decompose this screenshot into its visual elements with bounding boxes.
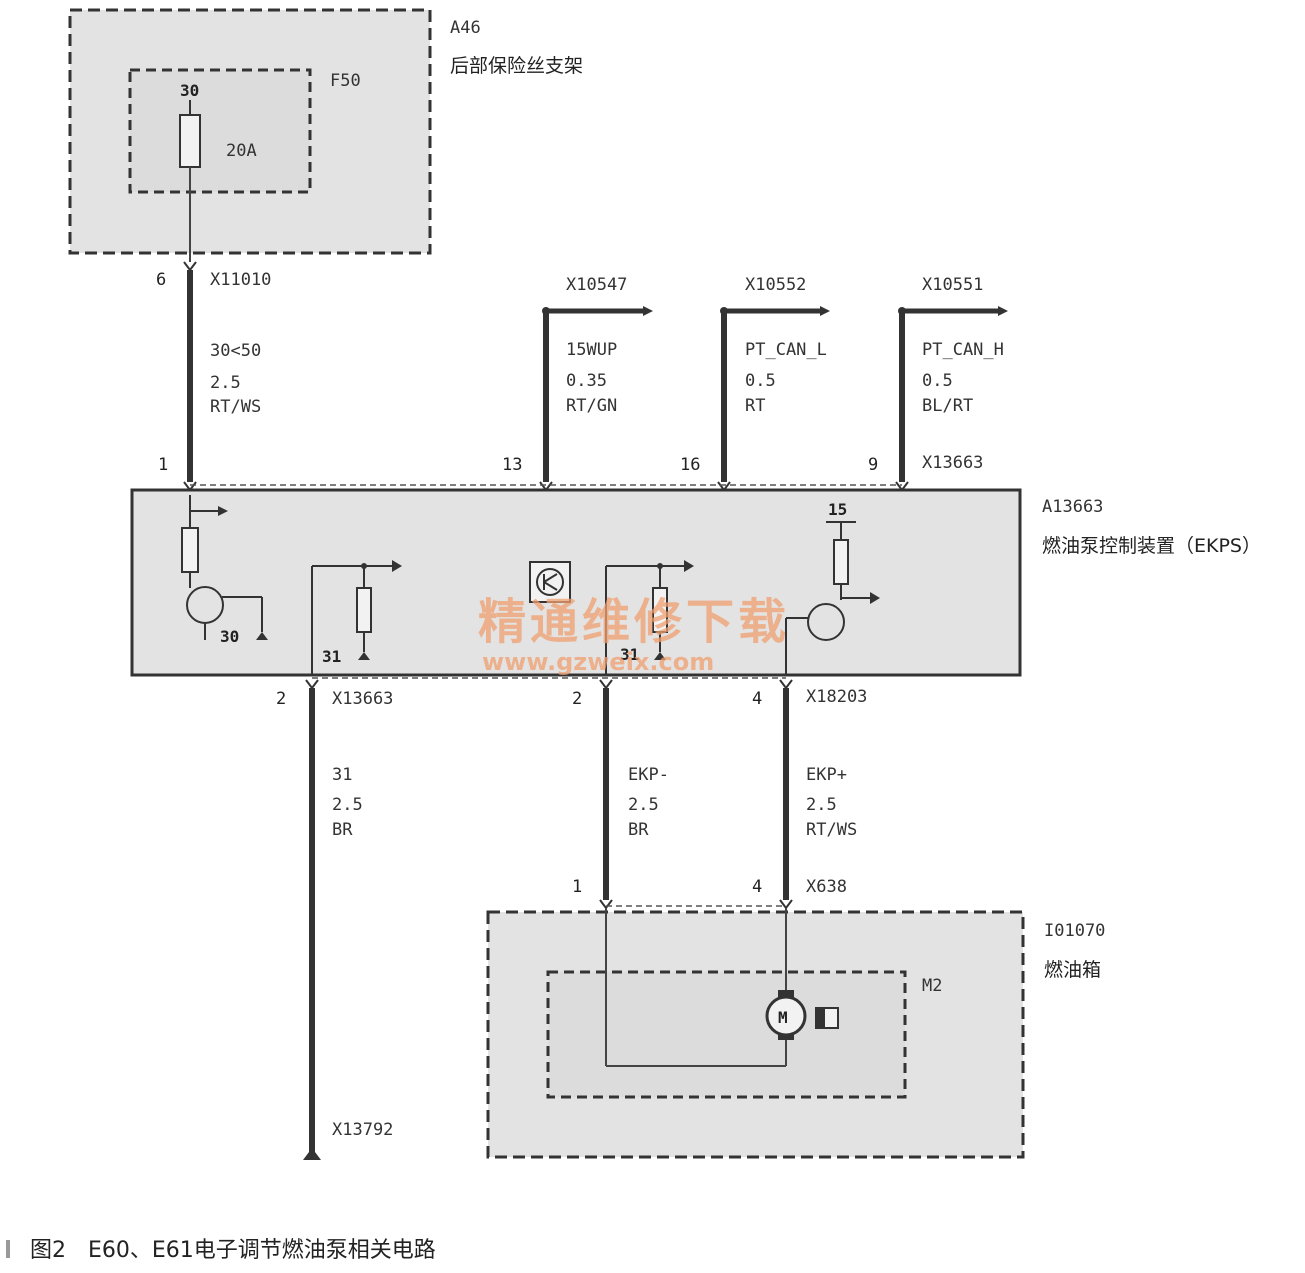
connector-15wup: X10547 <box>566 275 627 295</box>
connector-ekps-bottom-left: X13663 <box>332 689 393 709</box>
pin-tank-minus: 1 <box>572 877 582 897</box>
ground-wire: 2 X13663 31 2.5 BR X13792 <box>276 679 393 1160</box>
connector-ekps-top: X13663 <box>922 453 983 473</box>
wakeup-signal: 15WUP <box>566 340 617 360</box>
fuse-terminal-label: 30 <box>180 81 199 100</box>
pin-ekps-in: 1 <box>158 455 168 475</box>
fuel-tank-id: I01070 <box>1044 921 1105 941</box>
can-l-wire: X10552 PT_CAN_L 0.5 RT 16 <box>680 275 830 492</box>
can-h-color: BL/RT <box>922 396 973 416</box>
ground-31-mid-label: 31 <box>620 645 639 664</box>
ekps-id: A13663 <box>1042 497 1103 517</box>
ground-signal: 31 <box>332 765 352 785</box>
fuse-carrier-module: 30 20A F50 A46 后部保险丝支架 <box>68 8 583 262</box>
watermark-title: 精通维修下载 <box>478 594 790 650</box>
pin-ekps-can-h: 9 <box>868 455 878 475</box>
can-l-size: 0.5 <box>745 371 776 391</box>
fuse-carrier-id: A46 <box>450 18 481 38</box>
pin-ekps-ekp-minus: 2 <box>572 689 582 709</box>
pin-fuse-out: 6 <box>156 270 166 290</box>
center-transistor <box>529 561 571 603</box>
pin-ekps-ekp-plus: 4 <box>752 689 762 709</box>
connector-tank: X638 <box>806 877 847 897</box>
can-h-wire: X10551 PT_CAN_H 0.5 BL/RT 9 X13663 <box>868 275 1008 492</box>
can-l-signal: PT_CAN_L <box>745 340 827 360</box>
fuse-carrier-name: 后部保险丝支架 <box>450 55 583 77</box>
ground-size: 2.5 <box>332 795 363 815</box>
caption-marker <box>6 1240 10 1258</box>
wakeup-size: 0.35 <box>566 371 607 391</box>
motor-symbol: M <box>778 1008 788 1027</box>
ekps-name: 燃油泵控制装置（EKPS） <box>1042 535 1261 557</box>
supply-signal: 30<50 <box>210 341 261 361</box>
can-h-signal: PT_CAN_H <box>922 340 1004 360</box>
ekp-minus-color: BR <box>628 820 649 840</box>
ground-resistor-mid: 31 <box>605 560 694 675</box>
ekp-minus-size: 2.5 <box>628 795 659 815</box>
terminal-30-label: 30 <box>220 627 239 646</box>
terminal-15-label: 15 <box>828 500 847 519</box>
fuse-symbol <box>179 114 201 168</box>
ground-resistor-left: 31 <box>311 560 402 675</box>
ekps-module: A13663 燃油泵控制装置（EKPS） 30 31 <box>130 488 1261 677</box>
connector-can-l: X10552 <box>745 275 806 295</box>
connector-ground: X13792 <box>332 1120 393 1140</box>
pin-ekps-gnd: 2 <box>276 689 286 709</box>
figure-caption: 图2 E60、E61电子调节燃油泵相关电路 <box>30 1238 436 1263</box>
fuel-tank-module: I01070 燃油箱 M2 M <box>486 908 1105 1159</box>
fuel-pump-motor: M <box>765 990 839 1040</box>
ekp-minus-wire: 2 EKP- 2.5 BR 1 <box>572 679 669 910</box>
fuse-rating-label: 20A <box>226 141 257 161</box>
supply-size: 2.5 <box>210 373 241 393</box>
pin-ekps-15wup: 13 <box>502 455 522 475</box>
ekp-minus-signal: EKP- <box>628 765 669 785</box>
watermark-url: www.gzweix.com <box>482 648 714 676</box>
transistor-driver-right: 15 <box>785 500 880 675</box>
transistor-driver-left: 30 <box>181 495 268 646</box>
fuel-tank-name: 燃油箱 <box>1044 959 1101 981</box>
can-l-color: RT <box>745 396 765 416</box>
supply-wire: 6 X11010 30<50 2.5 RT/WS 1 <box>156 261 271 492</box>
ekp-plus-size: 2.5 <box>806 795 837 815</box>
supply-color: RT/WS <box>210 397 261 417</box>
wakeup-color: RT/GN <box>566 396 617 416</box>
ground-color: BR <box>332 820 353 840</box>
ground-31-left-label: 31 <box>322 647 341 666</box>
ekp-plus-signal: EKP+ <box>806 765 847 785</box>
fuse-id-label: F50 <box>330 71 361 91</box>
connector-ekps-bottom-right: X18203 <box>806 687 867 707</box>
wakeup-wire: X10547 15WUP 0.35 RT/GN 13 <box>502 275 653 492</box>
ekp-plus-color: RT/WS <box>806 820 857 840</box>
ekp-plus-wire: 4 X18203 EKP+ 2.5 RT/WS 4 X638 <box>752 679 867 910</box>
connector-fuse-out: X11010 <box>210 270 271 290</box>
pin-ekps-can-l: 16 <box>680 455 700 475</box>
connector-can-h: X10551 <box>922 275 983 295</box>
pin-tank-plus: 4 <box>752 877 762 897</box>
motor-id: M2 <box>922 976 942 996</box>
can-h-size: 0.5 <box>922 371 953 391</box>
